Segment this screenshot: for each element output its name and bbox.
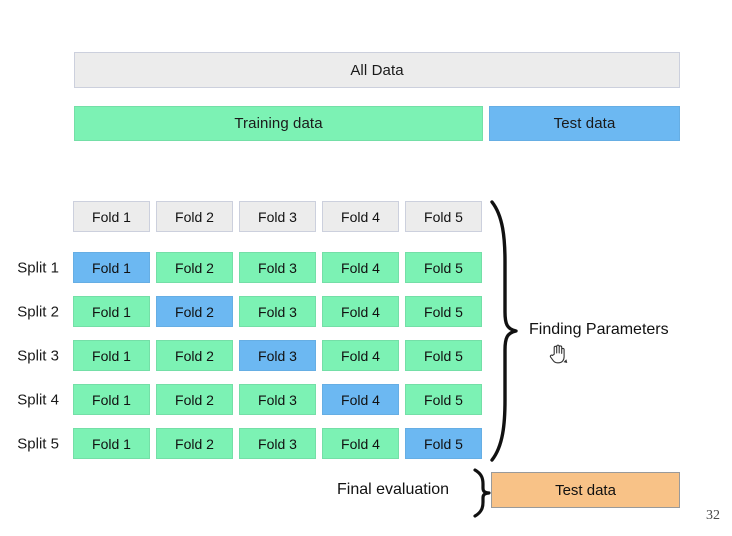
- fold-cell-label: Fold 3: [258, 259, 297, 276]
- fold-header-cell: Fold 4: [322, 201, 399, 232]
- fold-header-label: Fold 5: [424, 208, 463, 225]
- final-test-data-label: Test data: [555, 481, 616, 499]
- fold-cell-label: Fold 5: [424, 347, 463, 364]
- fold-cell: Fold 4: [322, 428, 399, 459]
- curly-brace-right-icon: [489, 200, 519, 462]
- fold-cell: Fold 1: [73, 428, 150, 459]
- training-data-bar: Training data: [74, 106, 483, 141]
- fold-cell: Fold 3: [239, 252, 316, 283]
- fold-cell-label: Fold 1: [92, 435, 131, 452]
- split-row: Split 2 Fold 1 Fold 2 Fold 3 Fold 4 Fold…: [17, 296, 485, 327]
- split-row: Split 5 Fold 1 Fold 2 Fold 3 Fold 4 Fold…: [17, 428, 485, 459]
- fold-cell: Fold 4: [322, 296, 399, 327]
- fold-cell: Fold 5: [405, 428, 482, 459]
- fold-cell-label: Fold 2: [175, 303, 214, 320]
- fold-cell-label: Fold 4: [341, 391, 380, 408]
- fold-cell-label: Fold 4: [341, 259, 380, 276]
- fold-cell-label: Fold 2: [175, 391, 214, 408]
- split-row: Split 4 Fold 1 Fold 2 Fold 3 Fold 4 Fold…: [17, 384, 485, 415]
- fold-header-label: Fold 3: [258, 208, 297, 225]
- fold-header-cell: Fold 3: [239, 201, 316, 232]
- test-data-bar: Test data: [489, 106, 680, 141]
- split-row-label: Split 1: [17, 259, 59, 276]
- fold-cell-label: Fold 3: [258, 391, 297, 408]
- fold-header-cell: Fold 1: [73, 201, 150, 232]
- fold-cell-label: Fold 3: [258, 435, 297, 452]
- fold-cell: Fold 2: [156, 340, 233, 371]
- fold-cell-label: Fold 5: [424, 391, 463, 408]
- fold-header-cell: Fold 5: [405, 201, 482, 232]
- fold-cell: Fold 2: [156, 252, 233, 283]
- curly-brace-right-small-icon: [472, 468, 494, 518]
- fold-cell-label: Fold 2: [175, 259, 214, 276]
- fold-cell-label: Fold 5: [424, 435, 463, 452]
- fold-cell: Fold 3: [239, 340, 316, 371]
- split-row-label: Split 3: [17, 347, 59, 364]
- split-row: Split 3 Fold 1 Fold 2 Fold 3 Fold 4 Fold…: [17, 340, 485, 371]
- fold-cell: Fold 5: [405, 384, 482, 415]
- fold-cell-label: Fold 1: [92, 259, 131, 276]
- fold-cell: Fold 3: [239, 384, 316, 415]
- fold-header-row: Fold 1 Fold 2 Fold 3 Fold 4 Fold 5: [73, 201, 485, 232]
- split-row: Split 1 Fold 1 Fold 2 Fold 3 Fold 4 Fold…: [17, 252, 485, 283]
- fold-cell-label: Fold 4: [341, 435, 380, 452]
- split-row-label: Split 4: [17, 391, 59, 408]
- fold-cell: Fold 1: [73, 340, 150, 371]
- fold-cell-label: Fold 1: [92, 303, 131, 320]
- fold-cell-label: Fold 4: [341, 303, 380, 320]
- fold-cell-label: Fold 2: [175, 435, 214, 452]
- fold-cell: Fold 2: [156, 428, 233, 459]
- fold-cell-label: Fold 1: [92, 347, 131, 364]
- hand-grab-cursor-icon: [548, 343, 568, 365]
- training-data-label: Training data: [234, 115, 323, 132]
- fold-cell: Fold 3: [239, 428, 316, 459]
- all-data-bar: All Data: [74, 52, 680, 88]
- fold-cell: Fold 1: [73, 384, 150, 415]
- fold-cell: Fold 4: [322, 340, 399, 371]
- fold-cell: Fold 2: [156, 296, 233, 327]
- final-test-data-bar: Test data: [491, 472, 680, 508]
- fold-cell-label: Fold 5: [424, 259, 463, 276]
- finding-parameters-label: Finding Parameters: [529, 321, 669, 338]
- all-data-label: All Data: [350, 61, 404, 79]
- fold-cell-label: Fold 3: [258, 303, 297, 320]
- fold-cell: Fold 4: [322, 252, 399, 283]
- fold-header-label: Fold 2: [175, 208, 214, 225]
- page-number: 32: [706, 508, 720, 523]
- fold-cell: Fold 1: [73, 296, 150, 327]
- fold-cell-label: Fold 3: [258, 347, 297, 364]
- fold-cell: Fold 1: [73, 252, 150, 283]
- fold-cell-label: Fold 4: [341, 347, 380, 364]
- split-row-label: Split 5: [17, 435, 59, 452]
- split-row-label: Split 2: [17, 303, 59, 320]
- fold-header-cell: Fold 2: [156, 201, 233, 232]
- fold-cell: Fold 5: [405, 296, 482, 327]
- fold-cell: Fold 5: [405, 252, 482, 283]
- fold-grid: Fold 1 Fold 2 Fold 3 Fold 4 Fold 5 Split…: [17, 201, 485, 459]
- fold-header-label: Fold 1: [92, 208, 131, 225]
- fold-header-label: Fold 4: [341, 208, 380, 225]
- fold-cell: Fold 5: [405, 340, 482, 371]
- fold-cell-label: Fold 5: [424, 303, 463, 320]
- fold-cell-label: Fold 2: [175, 347, 214, 364]
- final-evaluation-label: Final evaluation: [337, 481, 450, 498]
- fold-cell: Fold 2: [156, 384, 233, 415]
- test-data-label: Test data: [553, 115, 616, 132]
- fold-cell: Fold 3: [239, 296, 316, 327]
- fold-cell-label: Fold 1: [92, 391, 131, 408]
- fold-cell: Fold 4: [322, 384, 399, 415]
